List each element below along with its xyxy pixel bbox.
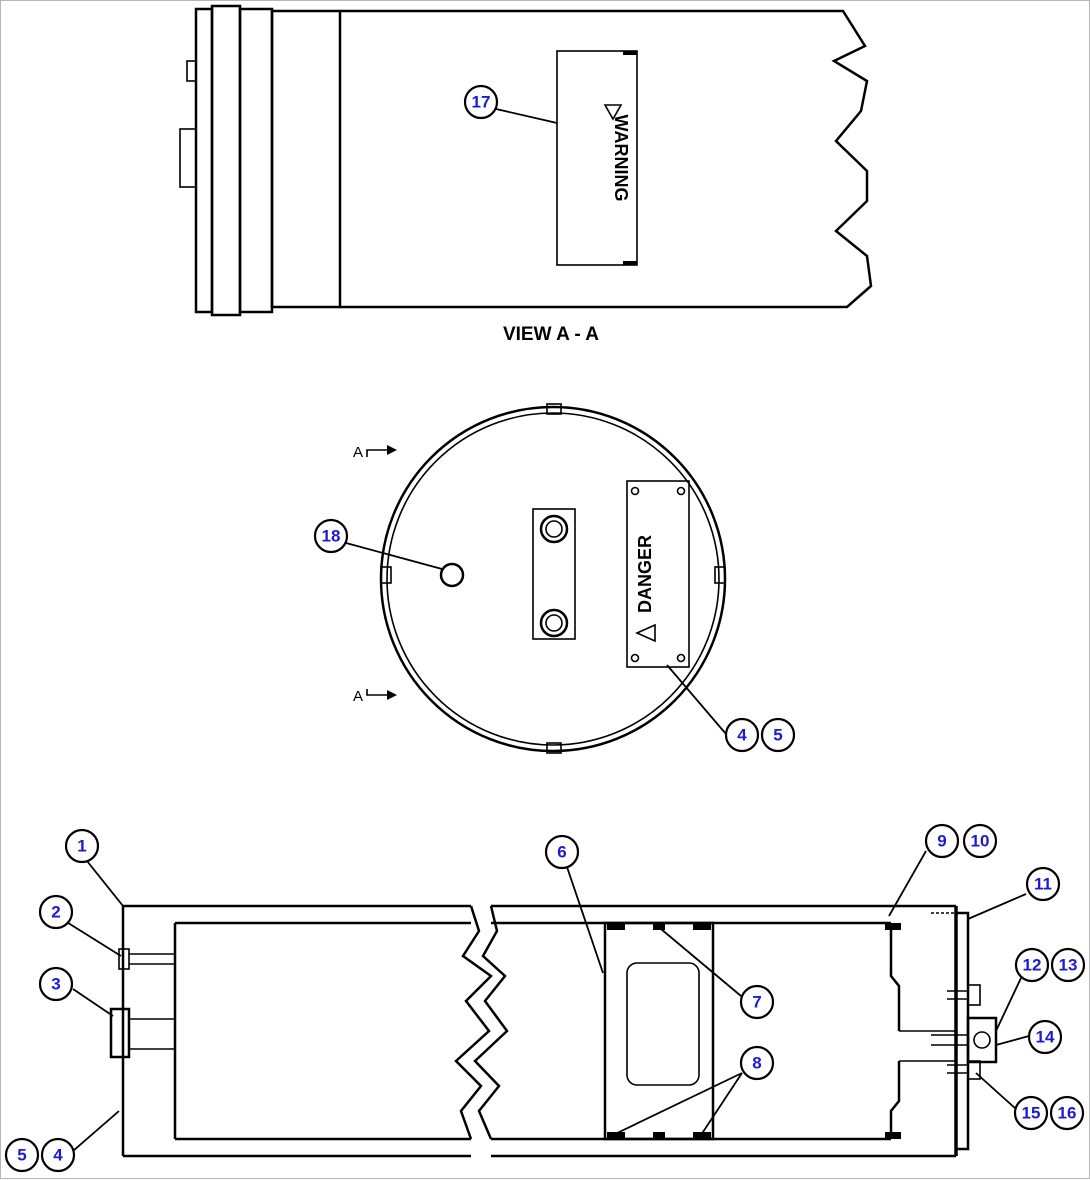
leader-lines xyxy=(64,108,1030,1152)
plug-bottom xyxy=(539,608,569,638)
svg-text:4: 4 xyxy=(737,726,747,745)
view-a-a: WARNING VIEW A - A xyxy=(179,4,873,345)
section-marker-top: A xyxy=(353,444,363,461)
callout-7: 7 xyxy=(739,984,775,1020)
callout-10: 10 xyxy=(962,823,998,859)
svg-text:1: 1 xyxy=(77,837,86,856)
section-marker-bottom: A xyxy=(353,688,363,705)
end-ring-3 xyxy=(238,7,274,314)
callout-9: 9 xyxy=(924,823,960,859)
baffle-window xyxy=(626,962,700,1086)
callout-14: 14 xyxy=(1027,1019,1063,1055)
drain-plug xyxy=(109,1007,131,1059)
end-ring-2 xyxy=(210,4,242,317)
baffle xyxy=(603,921,715,1141)
section-view xyxy=(109,904,998,1158)
danger-decal-text: DANGER xyxy=(635,535,655,613)
breather-assembly xyxy=(966,1016,998,1064)
break-line-right xyxy=(473,905,509,1140)
svg-text:9: 9 xyxy=(937,832,946,851)
center-plate xyxy=(532,508,576,640)
plug-top xyxy=(539,514,569,544)
svg-text:6: 6 xyxy=(557,843,566,862)
svg-text:3: 3 xyxy=(51,975,60,994)
end-view: DANGER A A xyxy=(353,403,727,754)
tank-body xyxy=(340,9,873,309)
svg-text:16: 16 xyxy=(1058,1104,1077,1123)
callout-18: 18 xyxy=(313,518,349,554)
callout-15: 15 xyxy=(1013,1095,1049,1131)
callout-1: 1 xyxy=(64,828,100,864)
callout-4-mid: 4 xyxy=(724,717,760,753)
end-cover-outer xyxy=(379,405,727,753)
callout-8: 8 xyxy=(739,1045,775,1081)
svg-text:17: 17 xyxy=(472,93,491,112)
end-cover-inner xyxy=(386,412,720,746)
callout-13: 13 xyxy=(1050,947,1086,983)
cap-band xyxy=(270,9,342,309)
svg-text:5: 5 xyxy=(773,726,782,745)
callout-16: 16 xyxy=(1049,1095,1085,1131)
callouts: 17 18 4 5 1 2 3 5 4 6 7 8 9 10 11 12 13 … xyxy=(4,84,1086,1173)
callout-11: 11 xyxy=(1025,866,1061,902)
callout-17: 17 xyxy=(463,84,499,120)
danger-decal xyxy=(626,480,690,668)
break-line-left xyxy=(454,905,493,1140)
fitting-top xyxy=(186,60,197,82)
svg-text:5: 5 xyxy=(17,1146,26,1165)
callout-5-low: 5 xyxy=(4,1137,40,1173)
svg-text:15: 15 xyxy=(1022,1104,1041,1123)
svg-text:12: 12 xyxy=(1023,956,1042,975)
callout-5-mid: 5 xyxy=(760,717,796,753)
callout-3: 3 xyxy=(38,966,74,1002)
warning-decal-text: WARNING xyxy=(611,115,631,202)
svg-text:13: 13 xyxy=(1059,956,1078,975)
vent-plug xyxy=(439,562,465,588)
svg-text:11: 11 xyxy=(1034,875,1052,894)
callout-12: 12 xyxy=(1014,947,1050,983)
svg-text:18: 18 xyxy=(322,527,341,546)
view-caption: VIEW A - A xyxy=(503,324,599,345)
svg-text:10: 10 xyxy=(971,832,990,851)
svg-text:4: 4 xyxy=(53,1146,63,1165)
svg-text:8: 8 xyxy=(752,1054,761,1073)
end-ring-1 xyxy=(194,7,214,314)
callout-2: 2 xyxy=(38,894,74,930)
callout-4-low: 4 xyxy=(40,1137,76,1173)
callout-6: 6 xyxy=(544,834,580,870)
fitting-bottom xyxy=(179,128,197,188)
svg-text:7: 7 xyxy=(752,993,761,1012)
svg-text:14: 14 xyxy=(1036,1028,1055,1047)
svg-text:2: 2 xyxy=(51,903,60,922)
warning-decal xyxy=(556,50,638,266)
